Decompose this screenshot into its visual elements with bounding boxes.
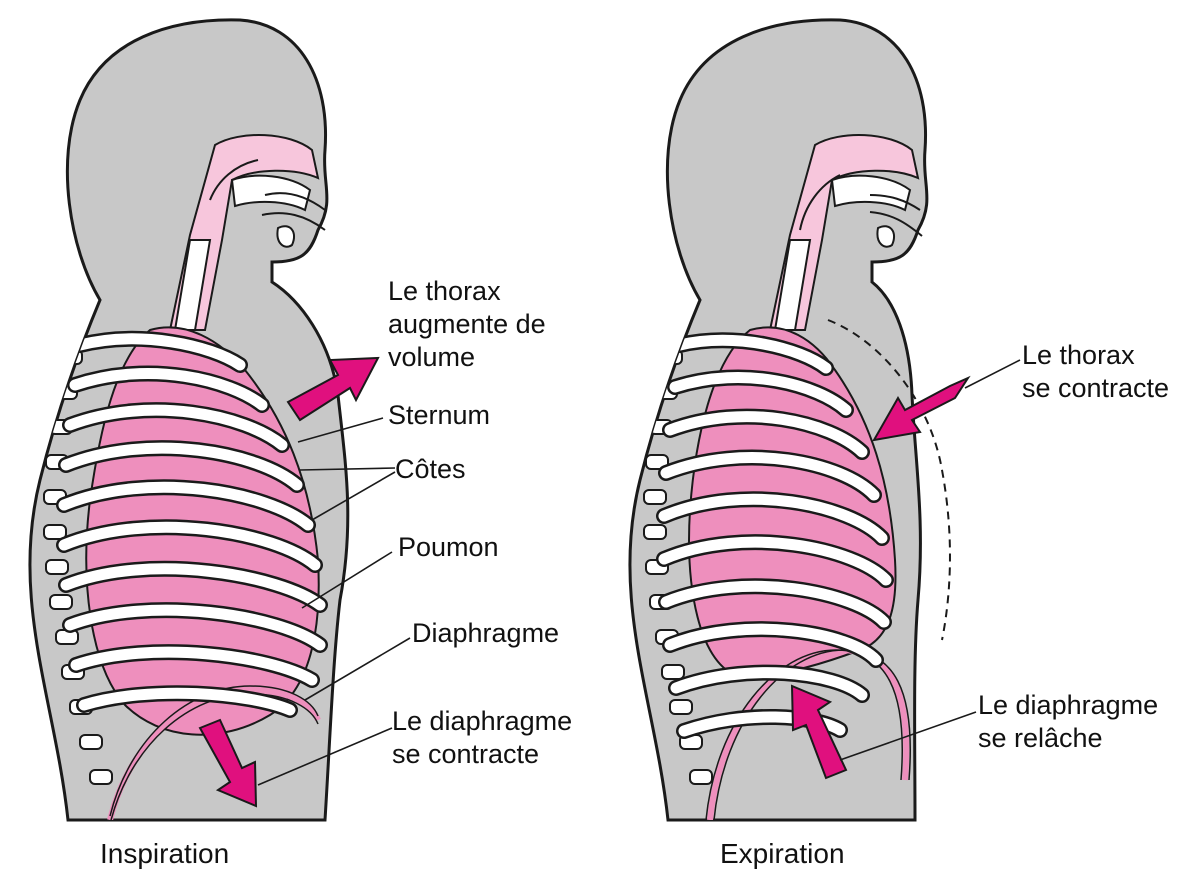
- expanded-chest-outline: [827, 319, 951, 641]
- label-sternum: Sternum: [388, 400, 490, 430]
- label-diaphragme-action-line-1: Le diaphragme: [392, 706, 572, 736]
- thorax-contract-arrow: [872, 375, 971, 442]
- diaphragm-down-arrow: [198, 718, 258, 808]
- diaphragm-up-arrow: [790, 684, 848, 780]
- label-diaphragme-action-line-1: Le diaphragme: [978, 690, 1158, 720]
- label-thorax-line-3: volume: [388, 342, 475, 372]
- ribs: [56, 330, 328, 718]
- label-cotes: Côtes: [395, 454, 466, 484]
- airflow-arrows: [209, 159, 326, 231]
- label-thorax-line-1: Le thorax: [388, 276, 501, 306]
- inspiration-figure: [28, 18, 380, 822]
- label-poumon: Poumon: [398, 532, 499, 562]
- label-thorax-line-1: Le thorax: [1022, 340, 1135, 370]
- trachea: [173, 239, 212, 331]
- leader-lines: [257, 359, 1021, 786]
- tongue: [876, 225, 896, 248]
- nasal-cavity: [830, 174, 912, 212]
- label-diaphragme: Diaphragme: [412, 618, 559, 648]
- airflow-arrows: [799, 174, 923, 237]
- expiration-labels: Le thorax se contracte Le diaphragme se …: [720, 340, 1169, 869]
- trachea: [773, 239, 812, 331]
- expiration-figure: [628, 18, 971, 822]
- label-thorax-line-2: se contracte: [1022, 373, 1169, 403]
- tongue: [276, 225, 296, 248]
- label-thorax-line-2: augmente de: [388, 309, 546, 339]
- caption-inspiration: Inspiration: [100, 838, 229, 869]
- ribs: [656, 332, 894, 739]
- label-diaphragme-action-line-2: se contracte: [392, 739, 539, 769]
- thorax-expand-arrow: [286, 356, 380, 422]
- label-diaphragme-action-line-2: se relâche: [978, 723, 1103, 753]
- caption-expiration: Expiration: [720, 838, 845, 869]
- inspiration-labels: Le thorax augmente de volume Sternum Côt…: [100, 276, 572, 869]
